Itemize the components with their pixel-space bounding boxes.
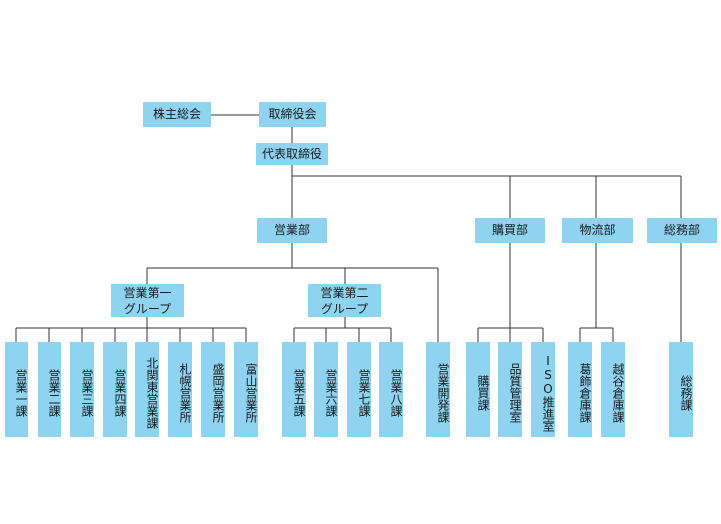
sales-group-2-box: 営業第二 グループ: [308, 284, 381, 317]
section-box-iso-promotion: ISO推進室: [531, 342, 555, 437]
section-box-sales-5: 営業五課: [282, 342, 306, 437]
shareholders-meeting-box: 株主総会: [143, 102, 211, 127]
section-box-sales-1: 営業一課: [5, 342, 28, 437]
section-box-sales-2: 営業二課: [38, 342, 61, 437]
section-box-morioka: 盛岡営業所: [201, 342, 225, 437]
sales-department-box: 営業部: [257, 218, 327, 243]
section-box-sales-4: 営業四課: [103, 342, 127, 437]
section-box-sales-development: 営業開発課: [426, 342, 450, 437]
section-box-koshigaya-warehouse: 越谷倉庫課: [601, 342, 625, 437]
section-box-quality-control: 品質管理室: [498, 342, 522, 437]
section-box-kita-kanto: 北関東営業課: [135, 342, 159, 437]
section-box-general-affairs: 総務課: [669, 342, 693, 437]
logistics-department-box: 物流部: [562, 218, 633, 243]
section-box-sales-8: 営業八課: [379, 342, 403, 437]
sales-group-2-label-line1: 営業第二: [320, 285, 369, 300]
sales-group-1-box: 営業第一 グループ: [111, 284, 184, 317]
purchasing-department-box: 購買部: [475, 218, 545, 243]
section-box-sales-6: 営業六課: [314, 342, 338, 437]
section-box-katsushika-warehouse: 葛飾倉庫課: [568, 342, 592, 437]
representative-director-box: 代表取締役: [256, 143, 328, 165]
sales-group-2-label-line2: グループ: [320, 301, 369, 316]
section-box-sapporo: 札幌営業所: [168, 342, 192, 437]
section-box-sales-3: 営業三課: [70, 342, 94, 437]
section-box-toyama: 富山営業所: [234, 342, 258, 437]
sales-group-1-label-line2: グループ: [123, 301, 172, 316]
section-box-purchasing: 購買課: [466, 342, 490, 437]
section-box-sales-7: 営業七課: [347, 342, 371, 437]
board-of-directors-box: 取締役会: [259, 102, 326, 127]
sales-group-1-label-line1: 営業第一: [123, 285, 172, 300]
general-affairs-department-box: 総務部: [647, 218, 717, 243]
